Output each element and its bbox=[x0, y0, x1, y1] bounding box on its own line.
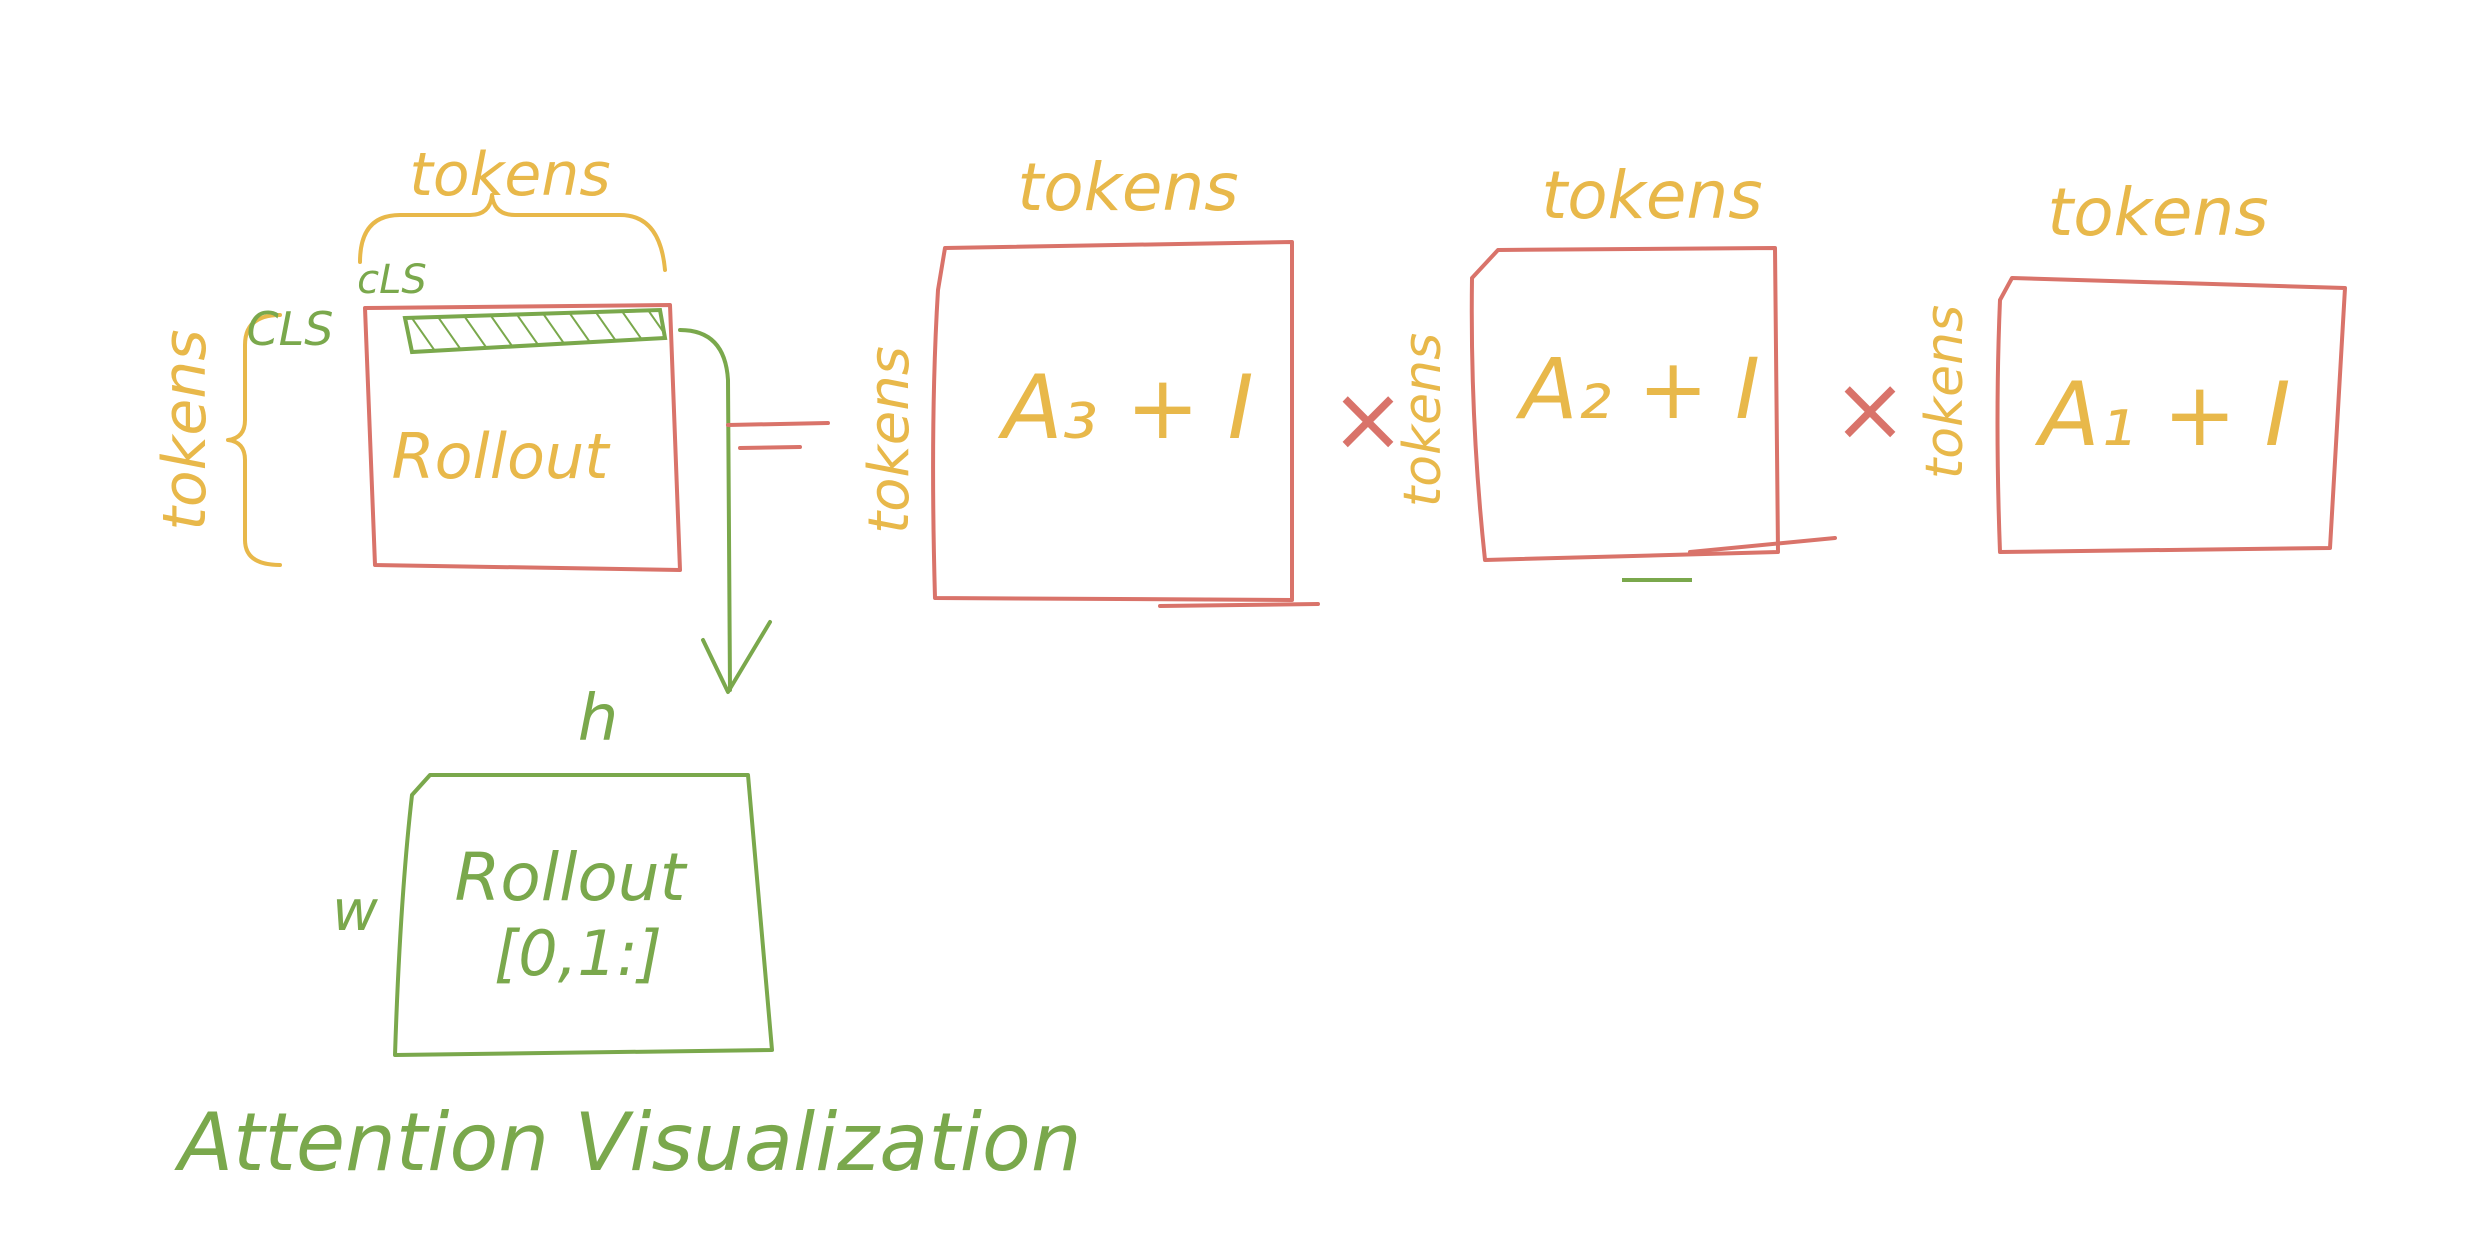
matrix-a3-label: A₃ + I bbox=[997, 356, 1253, 459]
visualization-group: h w Rollout [0,1:] Attention Visualizati… bbox=[173, 682, 1081, 1189]
matrix-a2-label: A₂ + I bbox=[1515, 340, 1760, 438]
rollout-side-label: tokens bbox=[150, 329, 220, 530]
matrix-a2-top-label: tokens bbox=[1541, 157, 1762, 234]
matrix-a3-group: tokens tokens A₃ + I bbox=[857, 149, 1320, 608]
matrix-a3-side-label: tokens bbox=[857, 346, 922, 534]
rollout-box bbox=[363, 303, 682, 572]
matrix-a3-box bbox=[931, 240, 1294, 602]
rollout-cls-col-label: cLS bbox=[357, 257, 427, 303]
visualization-w-label: w bbox=[332, 879, 378, 944]
matrix-a1-group: tokens tokens A₁ + I bbox=[1915, 174, 2347, 554]
times-sign-2: × bbox=[1832, 357, 1907, 462]
rollout-top-brace bbox=[358, 193, 667, 272]
matrix-a1-label: A₁ + I bbox=[2034, 363, 2290, 466]
visualization-box-line2: [0,1:] bbox=[494, 917, 662, 990]
equals-sign bbox=[726, 421, 830, 450]
rollout-group: tokens tokens CLS cLS Rollout bbox=[150, 140, 682, 572]
rollout-side-brace bbox=[226, 313, 282, 567]
visualization-h-label: h bbox=[578, 682, 619, 756]
rollout-cls-row-hatch bbox=[402, 307, 668, 355]
matrix-a2-side-label: tokens bbox=[1393, 333, 1453, 507]
matrix-a2-group: tokens tokens A₂ + I bbox=[1393, 157, 1837, 582]
times-sign-1: × bbox=[1330, 367, 1405, 472]
visualization-box bbox=[393, 773, 774, 1057]
matrix-a1-box bbox=[1995, 276, 2347, 554]
matrix-a3-top-label: tokens bbox=[1017, 149, 1238, 226]
visualization-caption: Attention Visualization bbox=[173, 1096, 1081, 1189]
matrix-a1-side-label: tokens bbox=[1915, 305, 1975, 479]
visualization-box-line1: Rollout bbox=[455, 839, 688, 916]
cls-extract-arrow bbox=[678, 328, 772, 694]
matrix-a1-top-label: tokens bbox=[2047, 174, 2268, 251]
matrix-a2-box bbox=[1469, 246, 1780, 562]
rollout-top-label: tokens bbox=[409, 140, 610, 210]
rollout-cls-row-label: CLS bbox=[247, 302, 334, 356]
rollout-box-label: Rollout bbox=[392, 420, 612, 493]
